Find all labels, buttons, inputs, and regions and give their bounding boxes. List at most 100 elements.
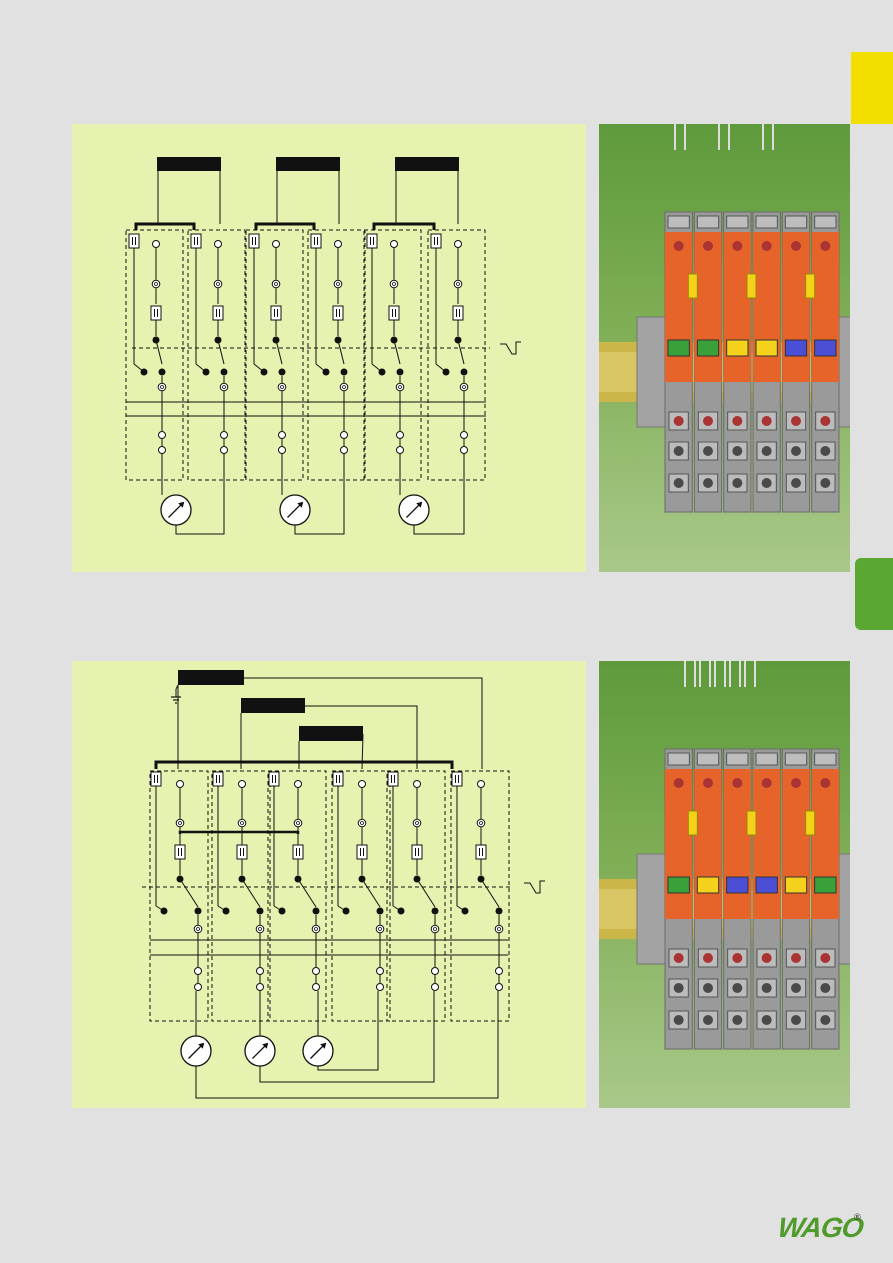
terminal-point <box>256 967 264 975</box>
wire <box>315 363 327 373</box>
wire <box>155 905 165 912</box>
clamp-top <box>726 752 749 766</box>
terminal-block-assembly-6-units <box>599 661 850 1050</box>
test-plug <box>746 810 757 836</box>
module-outline <box>307 229 366 481</box>
module-outline <box>211 770 271 1022</box>
test-socket <box>333 279 343 289</box>
fuse-symbol <box>452 305 464 321</box>
transformer-bar <box>299 726 363 741</box>
terminal-point <box>176 780 184 788</box>
test-socket-inner <box>462 385 466 389</box>
fuse-symbol <box>356 844 368 860</box>
terminal-point <box>158 431 166 439</box>
wire <box>392 905 402 912</box>
wire <box>337 905 347 912</box>
test-socket <box>255 924 265 934</box>
test-socket-inner <box>378 927 382 931</box>
green-section-tab <box>855 558 893 630</box>
fuse-symbol <box>270 305 282 321</box>
test-socket-inner <box>314 927 318 931</box>
wire <box>500 341 521 355</box>
test-socket-inner <box>178 821 182 825</box>
fuse-symbol <box>310 233 322 249</box>
bottom-wiring-diagram-panel <box>72 661 586 1108</box>
fuse-symbol <box>332 305 344 321</box>
terminal-point <box>376 967 384 975</box>
color-marker <box>755 339 778 357</box>
wire-entry <box>673 241 684 251</box>
test-socket-inner <box>160 385 164 389</box>
wire-entry-lower <box>703 478 713 488</box>
meter-arrow <box>320 1042 327 1049</box>
fuse-symbol <box>150 771 162 787</box>
fuse-symbol <box>475 844 487 860</box>
wire <box>253 363 265 373</box>
fuse-symbol <box>174 844 186 860</box>
test-socket-inner <box>216 282 220 286</box>
wire-entry-lower <box>791 446 801 456</box>
color-marker <box>814 876 837 894</box>
test-socket-inner <box>196 927 200 931</box>
module-outline <box>450 770 510 1022</box>
wire-entry <box>820 778 831 788</box>
meter-arrow <box>198 1042 205 1049</box>
wire <box>435 363 447 373</box>
wire <box>259 991 435 1083</box>
wire-entry <box>732 241 743 251</box>
module-outline <box>427 229 486 481</box>
wire-entry-lower <box>703 953 713 963</box>
clamp-top <box>814 752 837 766</box>
wire <box>337 339 345 365</box>
terminal-unit-orange <box>753 232 781 382</box>
module-outline <box>363 229 422 481</box>
terminal-unit-orange <box>723 769 751 919</box>
wire-entry-lower <box>820 416 831 426</box>
wire <box>134 222 196 230</box>
wire-entry <box>703 241 713 251</box>
transformer-bar <box>395 157 459 171</box>
wire-entry <box>791 778 801 788</box>
wire-entry-lower <box>761 478 772 488</box>
wire-entry-lower <box>820 478 831 488</box>
terminal-point <box>396 431 404 439</box>
wire <box>480 878 500 908</box>
yellow-section-tab <box>851 52 893 124</box>
wago-logo-text: WAGO <box>775 1212 865 1243</box>
wire-entry-lower <box>673 1015 684 1025</box>
wire-entry <box>761 778 772 788</box>
terminal-point <box>376 983 384 991</box>
wire-entry <box>673 778 684 788</box>
test-socket <box>395 382 405 392</box>
wire-entry-lower <box>791 983 801 993</box>
wire <box>175 454 225 535</box>
terminal-unit-orange <box>782 769 810 919</box>
fuse-symbol <box>430 233 442 249</box>
test-socket <box>357 818 367 828</box>
wire-entry-lower <box>820 1015 831 1025</box>
test-socket-inner <box>415 821 419 825</box>
terminal-point <box>431 983 439 991</box>
test-socket-inner <box>280 385 284 389</box>
bottom-product-photo-panel <box>599 661 850 1108</box>
test-socket-inner <box>240 821 244 825</box>
test-socket-inner <box>433 927 437 931</box>
color-marker <box>784 339 808 357</box>
fuse-symbol <box>366 233 378 249</box>
color-marker <box>667 876 690 894</box>
wire-entry-lower <box>732 983 743 993</box>
wire-entry-lower <box>673 478 684 488</box>
wire-entry-lower <box>732 416 743 426</box>
test-socket-inner <box>342 385 346 389</box>
module-outline <box>386 770 446 1022</box>
module-outline <box>267 770 327 1022</box>
three-phase-meter-wiring-diagram <box>125 157 521 535</box>
test-socket-inner <box>222 385 226 389</box>
terminal-point <box>238 780 246 788</box>
test-socket-inner <box>258 927 262 931</box>
wire-entry-lower <box>703 416 713 426</box>
test-socket <box>157 382 167 392</box>
terminal-unit-orange <box>753 769 781 919</box>
terminal-point <box>340 446 348 454</box>
test-socket <box>453 279 463 289</box>
